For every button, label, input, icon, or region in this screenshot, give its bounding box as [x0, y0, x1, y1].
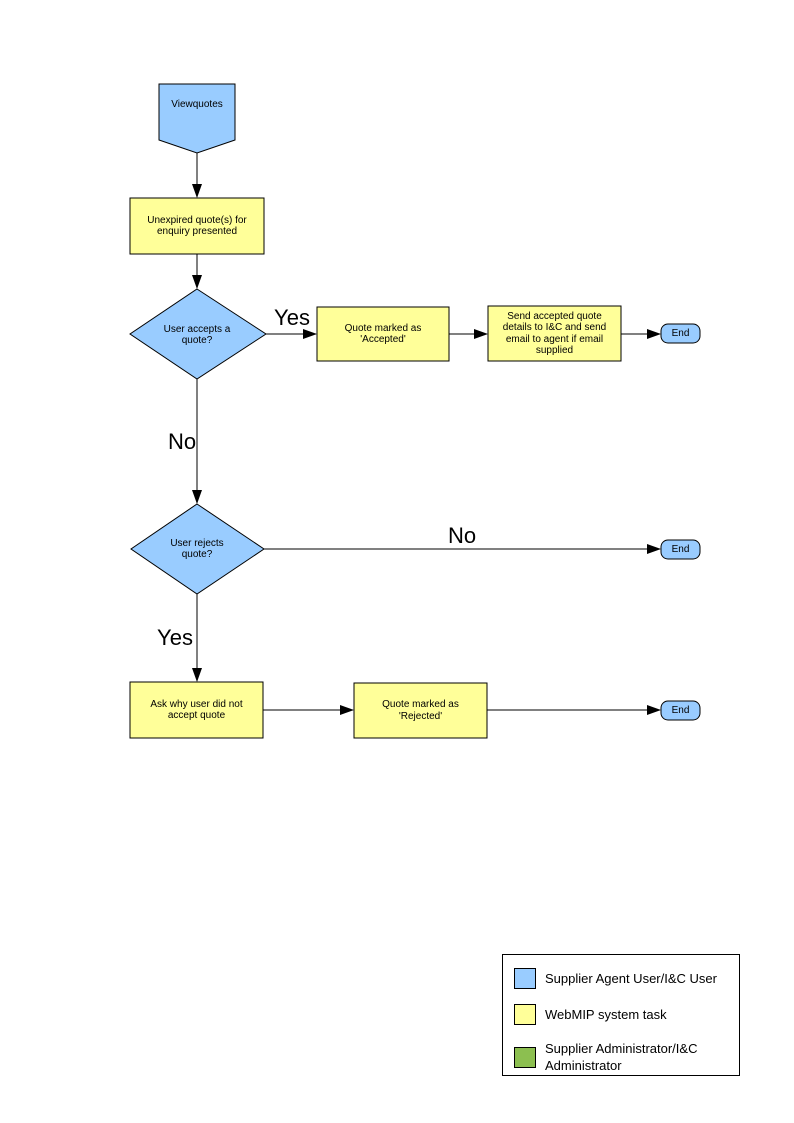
viewquotes-label: Viewquotes	[171, 99, 223, 111]
legend-item-label: Supplier Agent User/I&C User	[545, 971, 717, 986]
system-task-color-swatch	[514, 1004, 536, 1025]
legend-item-label: WebMIP system task	[545, 1007, 667, 1022]
legend-box: Supplier Agent User/I&C User WebMIP syst…	[502, 954, 740, 1076]
end2-shape	[660, 539, 701, 560]
send-details-shape	[487, 305, 622, 362]
legend-item-user: Supplier Agent User/I&C User	[514, 968, 731, 989]
end1-shape	[660, 323, 701, 344]
ask-why-shape	[129, 681, 264, 739]
end3-label: End	[671, 705, 690, 716]
viewquotes-shape	[158, 83, 236, 154]
end2-label: End	[671, 544, 690, 555]
edge-label-yes-accept: Yes	[274, 305, 310, 330]
send-details-label: Send accepted quote details to I&C and s…	[502, 310, 607, 357]
end3-shape	[660, 700, 701, 721]
end1-label: End	[671, 328, 690, 339]
present-shape	[129, 197, 265, 255]
present-label: Unexpired quote(s) for enquiry presented	[147, 214, 247, 238]
accepted-label: Quote marked as 'Accepted'	[344, 322, 422, 346]
edge-label-no-reject: No	[447, 523, 477, 548]
legend-item-label: Supplier Administrator/I&C Administrator	[545, 1041, 698, 1073]
legend-item-admin: Supplier Administrator/I&C Administrator	[514, 1040, 731, 1074]
rejects-label: User rejects quote?	[170, 537, 224, 561]
admin-color-swatch	[514, 1046, 536, 1068]
legend-item-system-task: WebMIP system task	[514, 1004, 731, 1025]
accepts-label: User accepts a quote?	[163, 323, 231, 347]
rejected-label: Quote marked as 'Rejected'	[382, 699, 459, 722]
ask-why-label: Ask why user did not accept quote	[150, 698, 243, 722]
edge-label-no-accept: No	[167, 429, 197, 454]
user-color-swatch	[514, 968, 536, 989]
edge-label-yes-reject: Yes	[157, 625, 193, 650]
